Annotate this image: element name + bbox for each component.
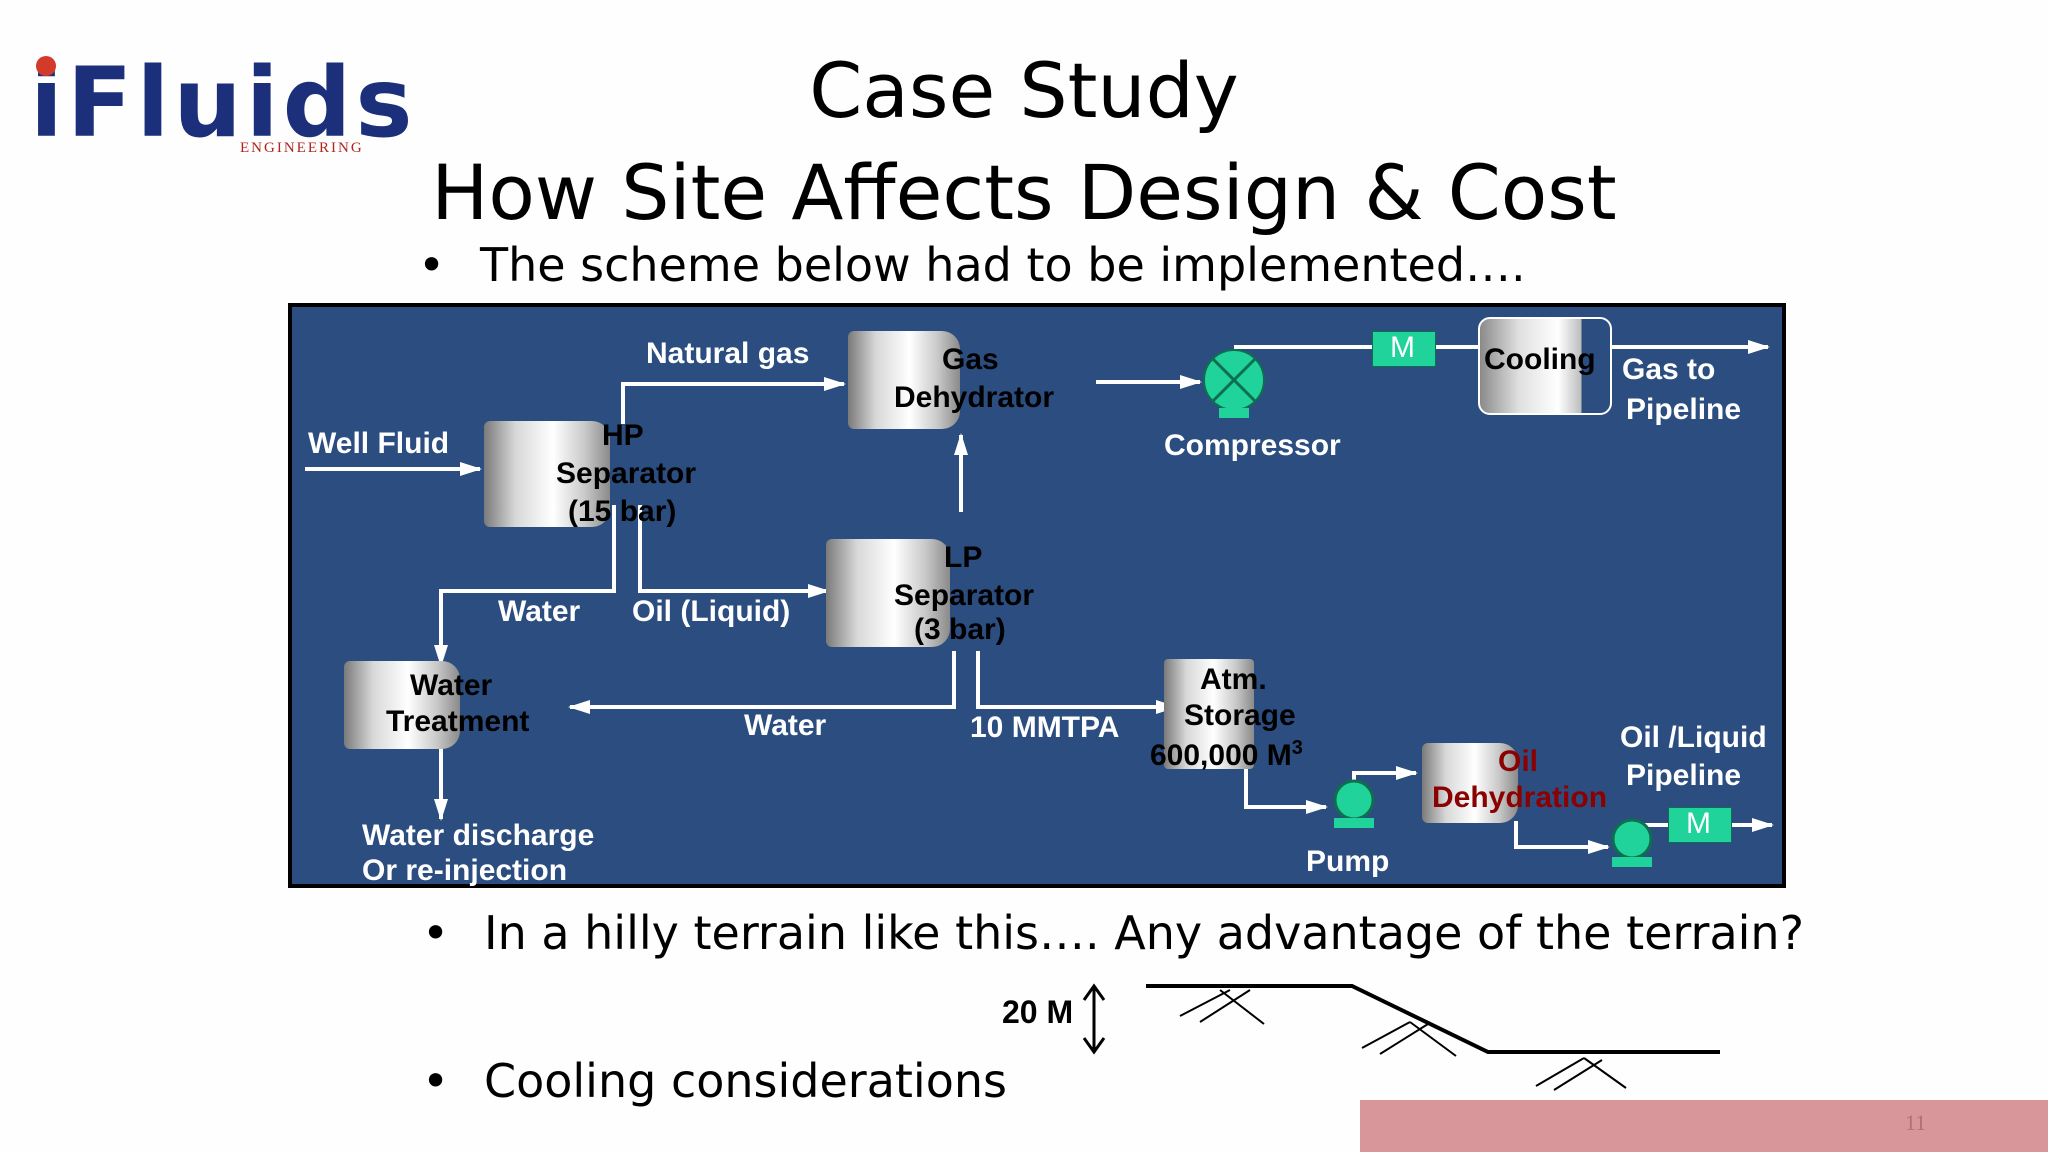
flow-mmtpa: [976, 651, 1178, 714]
bullet-3: • Cooling considerations: [422, 1054, 1007, 1108]
mmtpa-label: 10 MMTPA: [970, 711, 1120, 744]
gas-dehydrator-label-2: Dehydrator: [894, 381, 1055, 414]
hp-separator-label-1: HP: [602, 419, 644, 452]
water-discharge-label-1: Water discharge: [362, 819, 595, 852]
water-label-2: Water: [744, 709, 827, 742]
atm-storage-label-2: Storage: [1184, 699, 1296, 732]
natural-gas-label: Natural gas: [646, 337, 810, 370]
lp-separator-label-3: (3 bar): [914, 613, 1006, 646]
compressor-label: Compressor: [1164, 429, 1341, 462]
atm-storage-capacity: 600,000 M: [1150, 739, 1292, 772]
page-number: 11: [1905, 1110, 1927, 1135]
atm-storage-label-1: Atm.: [1200, 663, 1267, 696]
bullet-2: • In a hilly terrain like this…. Any adva…: [422, 906, 1804, 960]
flow-to-pump-2: [1514, 821, 1610, 854]
pump-label: Pump: [1306, 845, 1390, 878]
hp-separator-vessel: [484, 421, 610, 527]
meter-box-gas: [1372, 331, 1436, 367]
gas-to-pipeline-label-1: Gas to: [1622, 353, 1716, 386]
bullet-1: • The scheme below had to be implemented……: [418, 238, 1526, 292]
terrain-sketch: [1082, 983, 1720, 1091]
bullet-dot: •: [422, 906, 450, 960]
slide-title-line1: Case Study: [809, 46, 1239, 135]
lp-separator-label-1: LP: [944, 541, 983, 574]
water-label-1: Water: [498, 595, 581, 628]
compressor-icon: [1203, 349, 1265, 418]
bullet-dot: •: [418, 238, 446, 292]
bullet-2-text: In a hilly terrain like this…. Any advan…: [484, 906, 1804, 960]
gas-dehydrator-label-1: Gas: [942, 343, 999, 376]
flow-oil-liquid: [638, 505, 830, 598]
process-flow-diagram: M M Cooling Gas Dehydrator HP Separator …: [288, 303, 1786, 888]
gas-to-pipeline-label-2: Pipeline: [1626, 393, 1742, 426]
bullet-1-text: The scheme below had to be implemented….: [480, 238, 1526, 292]
pump-icon: [1333, 779, 1375, 828]
bullet-dot: •: [422, 1054, 450, 1108]
meter-label-oil: M: [1686, 807, 1711, 840]
cooler-label: Cooling: [1484, 343, 1596, 376]
hp-separator-label-3: (15 bar): [568, 495, 677, 528]
atm-storage-tank: [1164, 659, 1254, 769]
water-treatment-label-2: Treatment: [386, 705, 530, 738]
logo-text: iFluids: [30, 47, 417, 159]
water-treatment-label-1: Water: [410, 669, 493, 702]
atm-storage-unit-exponent: 3: [1291, 737, 1303, 759]
flow-lines: [305, 340, 1774, 867]
gas-dehydrator-vessel: [848, 331, 960, 429]
cooler: [1478, 317, 1612, 415]
flow-water-1: [434, 505, 616, 667]
lp-separator-label-2: Separator: [894, 579, 1035, 612]
oil-dehydration-vessel: [1422, 743, 1518, 823]
slide-title-line2: How Site Affects Design & Cost: [431, 148, 1617, 237]
height-arrow: [1082, 983, 1106, 1055]
flow-natural-gas: [621, 377, 846, 424]
meter-box-oil: [1668, 807, 1732, 843]
well-fluid-label: Well Fluid: [308, 427, 450, 460]
meter-label-gas: M: [1390, 331, 1415, 364]
oil-liquid-pipeline-label-1: Oil /Liquid: [1620, 721, 1767, 754]
oil-liquid-pipeline-label-2: Pipeline: [1626, 759, 1742, 792]
terrain-profile: [1146, 984, 1720, 1054]
bullet-3-text: Cooling considerations: [484, 1054, 1007, 1108]
pump-2-icon: [1611, 818, 1653, 867]
lp-separator-vessel: [826, 539, 950, 647]
logo-subtext: ENGINEERING: [240, 140, 364, 156]
footer-bar: [1360, 1100, 2048, 1152]
water-discharge-label-2: Or re-injection: [362, 854, 568, 887]
atm-storage-label-3: 600,000 M3: [1150, 729, 1303, 775]
flow-water-2: [568, 651, 956, 714]
oil-liquid-label: Oil (Liquid): [632, 595, 791, 628]
company-logo: iFluids ENGINEERING: [30, 48, 413, 168]
water-treatment-vessel: [344, 661, 460, 749]
terrain-height-label: 20 M: [1002, 994, 1074, 1030]
oil-dehydration-label-1: Oil: [1498, 745, 1539, 778]
hp-separator-label-2: Separator: [556, 457, 697, 490]
flow-to-pump: [1244, 761, 1328, 814]
oil-dehydration-label-2: Dehydration: [1432, 781, 1608, 814]
logo-accent-dot: [36, 56, 56, 76]
